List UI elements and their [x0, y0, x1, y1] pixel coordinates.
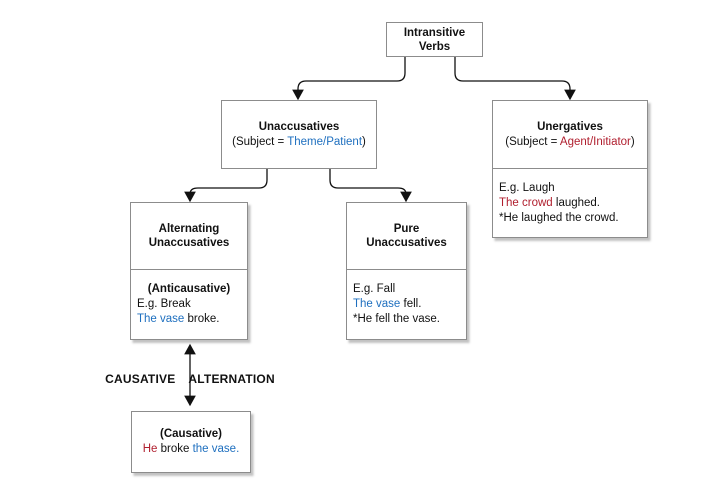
- example-section: E.g. Fall The vase fell. *He fell the va…: [347, 269, 466, 339]
- subject-role-line: (Subject = Theme/Patient): [232, 135, 366, 150]
- node-unergatives: Unergatives (Subject = Agent/Initiator) …: [492, 100, 648, 238]
- grammatical-example: The crowd laughed.: [499, 196, 647, 211]
- example-rest: laughed.: [552, 196, 601, 209]
- arrow-unaccusatives-to-alternating: [184, 169, 268, 203]
- grammatical-example: The vase broke.: [137, 312, 247, 327]
- subject-role-theme-patient: Theme/Patient: [287, 135, 363, 148]
- node-pure-unaccusatives: Pure Unaccusatives E.g. Fall The vase fe…: [346, 202, 467, 340]
- title-line-2: Unaccusatives: [148, 237, 230, 249]
- node-header: Alternating Unaccusatives: [131, 203, 247, 269]
- example-label: E.g. Break: [137, 298, 191, 310]
- node-title: Unaccusatives: [258, 120, 340, 133]
- node-unaccusatives: Unaccusatives (Subject = Theme/Patient): [221, 100, 377, 169]
- grammatical-example: The vase fell.: [353, 297, 466, 312]
- sentence-verb: broke: [157, 443, 193, 455]
- node-alternating-unaccusatives: Alternating Unaccusatives (Anticausative…: [130, 202, 248, 340]
- arrow-root-to-unergatives: [454, 57, 576, 101]
- title-line-2: Unaccusatives: [366, 237, 447, 249]
- example-rest: fell.: [400, 298, 422, 310]
- node-title: Unergatives: [537, 120, 603, 133]
- subject-role-agent-initiator: Agent/Initiator: [559, 135, 631, 148]
- title-line-1: Intransitive: [403, 26, 466, 39]
- example-subject: The vase: [137, 313, 185, 325]
- ungrammatical-example: *He fell the vase.: [353, 313, 440, 325]
- arrow-unaccusatives-to-pure: [329, 169, 412, 203]
- node-header: Pure Unaccusatives: [347, 203, 466, 269]
- node-header: Unaccusatives (Subject = Theme/Patient): [222, 101, 376, 168]
- title-line-2: Verbs: [418, 40, 451, 53]
- example-section: E.g. Laugh The crowd laughed. *He laughe…: [493, 168, 647, 237]
- node-header: Unergatives (Subject = Agent/Initiator): [493, 101, 647, 168]
- arrow-root-to-unaccusatives: [292, 57, 406, 101]
- causative-label: (Causative): [160, 428, 222, 440]
- subject-suffix: ): [362, 135, 366, 148]
- subject-prefix: (Subject =: [232, 135, 288, 148]
- relation-label-right: ALTERNATION: [188, 372, 275, 386]
- subject-prefix: (Subject =: [505, 135, 560, 148]
- causative-alternation-label: CAUSATIVE ALTERNATION: [40, 372, 340, 386]
- relation-label-left: CAUSATIVE: [105, 372, 176, 386]
- example-rest: broke.: [184, 313, 220, 325]
- anticausative-label: (Anticausative): [147, 283, 231, 295]
- node-causative: (Causative) He broke the vase.: [131, 411, 251, 473]
- example-section: (Anticausative) E.g. Break The vase brok…: [131, 269, 247, 339]
- title-line-1: Alternating: [158, 222, 220, 235]
- causative-sentence: He broke the vase.: [132, 442, 250, 457]
- node-intransitive-verbs: Intransitive Verbs: [386, 22, 483, 57]
- example-subject: The crowd: [499, 196, 553, 209]
- example-section: (Causative) He broke the vase.: [132, 412, 250, 472]
- subject-role-line: (Subject = Agent/Initiator): [505, 135, 634, 150]
- example-label: E.g. Laugh: [499, 181, 555, 194]
- ungrammatical-example: *He laughed the crowd.: [499, 211, 619, 224]
- sentence-object: the vase.: [192, 443, 240, 455]
- example-subject: The vase: [353, 298, 401, 310]
- title-line-1: Pure: [393, 222, 420, 235]
- example-label: E.g. Fall: [353, 283, 396, 295]
- subject-suffix: ): [630, 135, 635, 148]
- node-title: Intransitive Verbs: [387, 23, 482, 56]
- sentence-subject: He: [142, 443, 158, 455]
